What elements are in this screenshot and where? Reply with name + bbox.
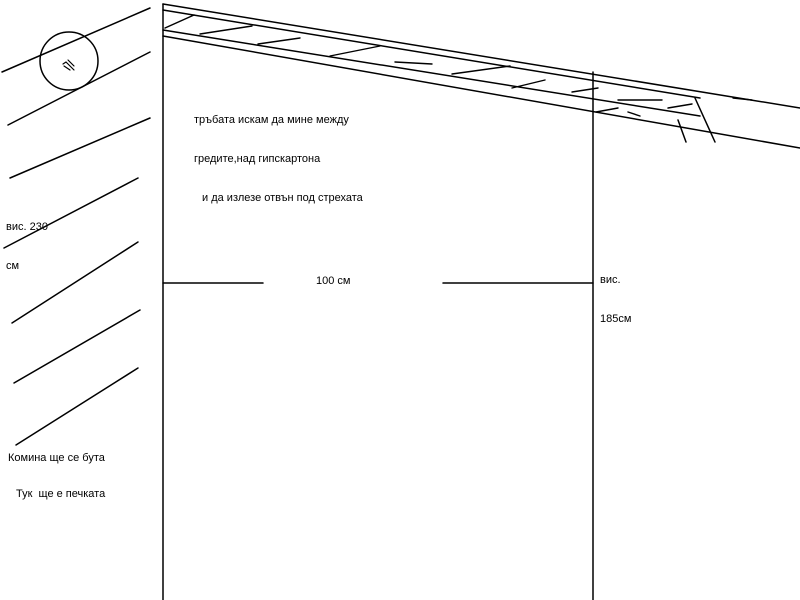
roof-rafters <box>162 3 800 149</box>
chimney-hatching <box>1 7 151 446</box>
right-wall-height-line-1: вис. <box>600 274 621 286</box>
left-wall-height-line-2: см <box>6 260 20 272</box>
beam-dashes <box>199 25 753 117</box>
right-wall-height-label: вис. 185см <box>600 248 631 339</box>
right-wall-height-line-2: 185см <box>600 313 632 325</box>
pipe-routing-note-line-1: тръбата искам да мине между <box>194 114 349 126</box>
left-wall-height-line-1: вис. 230 <box>6 221 48 233</box>
chimney-pipe-circle-icon <box>39 31 99 91</box>
room-width-label: 100 см <box>316 275 351 287</box>
pipe-routing-note-line-3: и да излезе отвън под стрехата <box>202 192 363 204</box>
pipe-routing-note-line-2: гредите,над гипскартона <box>194 153 321 165</box>
left-wall-height-label: вис. 230 см <box>6 195 48 286</box>
chimney-label: Комина ще се бута <box>8 452 105 464</box>
stove-label: Тук ще е печката <box>16 488 106 500</box>
pipe-routing-note: тръбата искам да мине между гредите,над … <box>194 88 363 218</box>
